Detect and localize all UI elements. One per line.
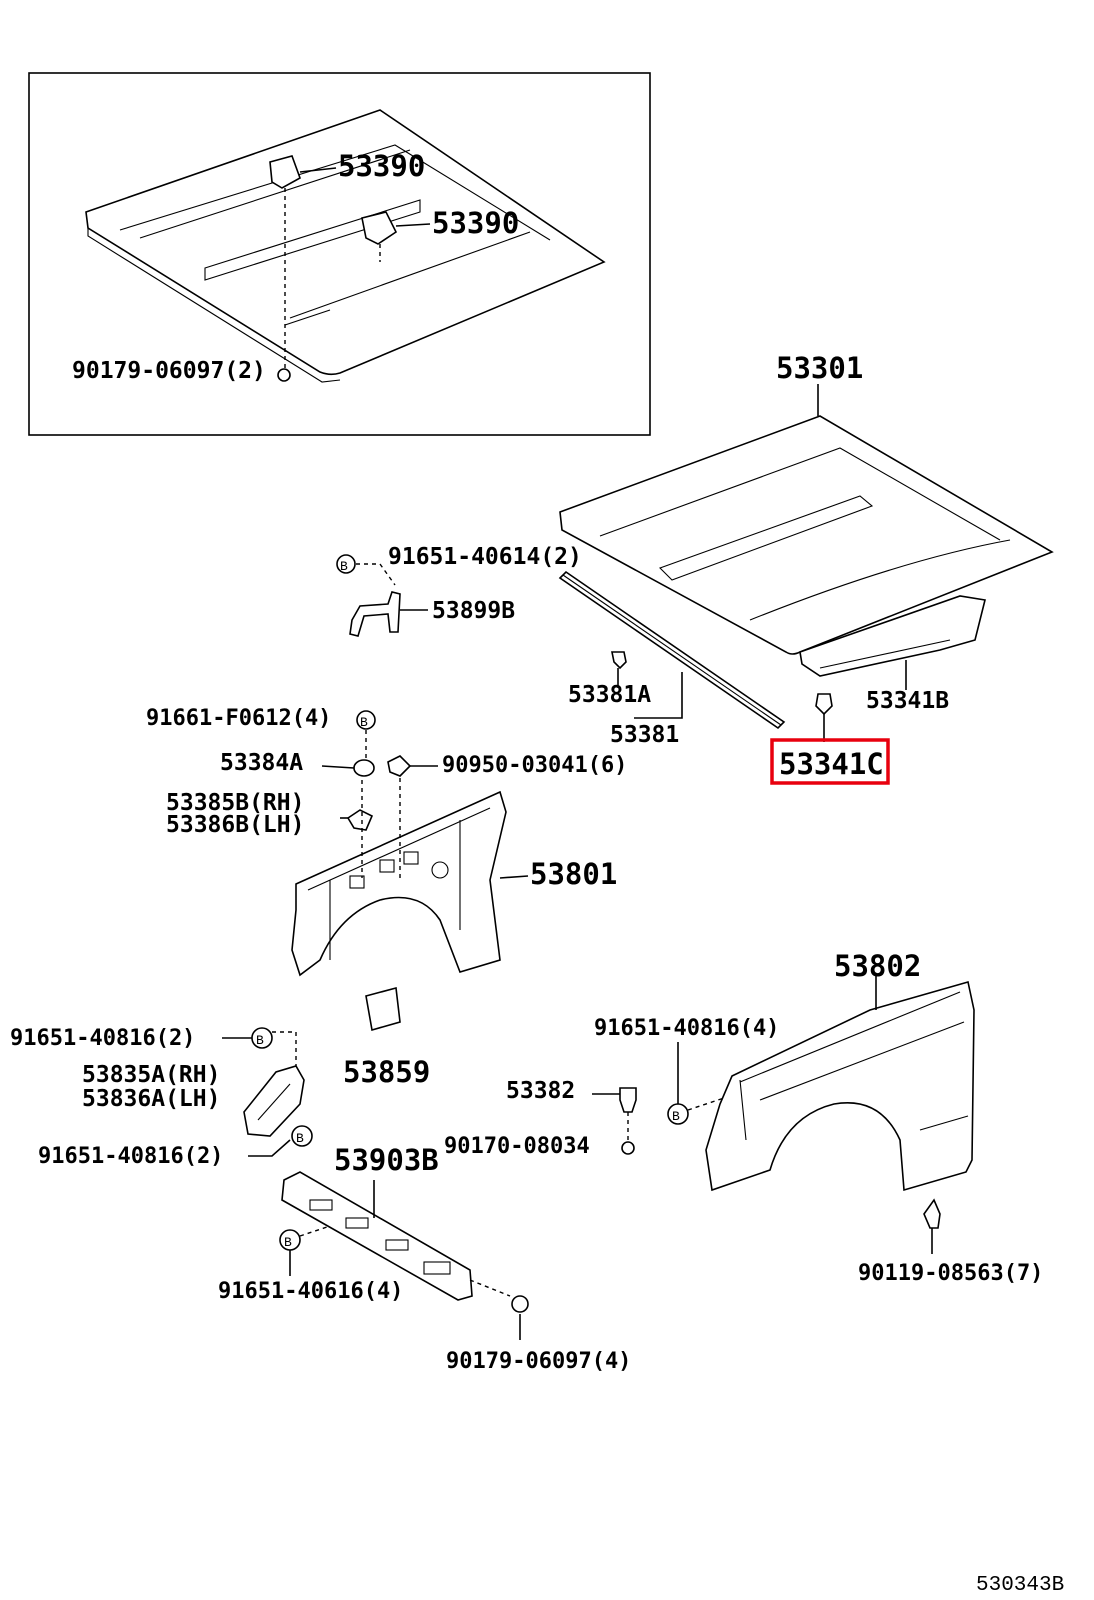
- diagram-id: 530343B: [976, 1574, 1064, 1597]
- bolt-marker-text: B: [672, 1109, 680, 1124]
- label-plate: 53859: [343, 1055, 430, 1089]
- label-hood: 53301: [776, 351, 863, 385]
- bolt-marker-text: B: [340, 559, 348, 574]
- bolt-marker-icon: [251, 1027, 273, 1049]
- label-bracket-lh: 53386B(LH): [166, 812, 304, 838]
- label-nut: 90170-08034: [444, 1134, 590, 1159]
- label-bolt-4: 91661-F0612(4): [146, 706, 331, 731]
- bracket-icon: [346, 809, 374, 831]
- clip-53341c-icon: [815, 693, 833, 716]
- hood-part: [559, 384, 1054, 677]
- inset-label-hinge-a: 53390: [338, 149, 425, 183]
- label-support: 53903B: [334, 1143, 439, 1177]
- bolt-marker-icon: [291, 1125, 313, 1147]
- stay-icon: [349, 591, 401, 637]
- label-bolt-fender-left: 91651-40816(2): [10, 1026, 195, 1051]
- label-clip-fender: 90119-08563(7): [858, 1261, 1043, 1286]
- label-bumper: 53384A: [220, 750, 303, 776]
- label-seal-retainer: 53381A: [568, 682, 651, 708]
- bolt-marker-text: B: [284, 1235, 292, 1250]
- label-clip-support: 90179-06097(4): [446, 1349, 631, 1374]
- label-clip-6: 90950-03041(6): [442, 753, 627, 778]
- label-bolt-support: 91651-40616(4): [218, 1279, 403, 1304]
- hinge-a-icon: [269, 155, 301, 189]
- lock-icon: [243, 1065, 305, 1137]
- highlight-box: [770, 738, 890, 785]
- inset-label-clip: 90179-06097(2): [72, 358, 266, 384]
- support-part: [281, 1171, 473, 1301]
- label-fender: 53802: [834, 949, 921, 983]
- label-stay: 53899B: [432, 598, 515, 624]
- bolt-marker-text: B: [360, 715, 368, 730]
- label-lock-lh: 53836A(LH): [82, 1086, 220, 1112]
- label-seal: 53381: [610, 722, 679, 748]
- label-bolt-hood: 91651-40614(2): [388, 544, 582, 570]
- bolt-marker-text: B: [256, 1033, 264, 1048]
- plate-icon: [365, 986, 401, 1032]
- label-hood-seal: 53341B: [866, 688, 949, 714]
- clip-icon: [277, 368, 291, 382]
- clip-6-icon: [387, 755, 412, 777]
- label-apron: 53801: [530, 857, 617, 891]
- hinge-b-icon: [361, 211, 398, 245]
- apron-part: [291, 778, 529, 977]
- label-hood-clip[interactable]: 53341C: [779, 747, 884, 781]
- label-bracket-rh: 53385B(RH): [166, 790, 304, 816]
- fender-part: [705, 976, 975, 1192]
- cushion-icon: [619, 1087, 637, 1113]
- inset-label-hinge-b: 53390: [432, 206, 519, 240]
- bolt-marker-icon: [336, 554, 356, 574]
- clip-support-icon: [511, 1295, 529, 1313]
- bolt-marker-icon: [667, 1103, 689, 1125]
- label-cushion: 53382: [506, 1078, 575, 1104]
- clip-53381a-icon: [611, 651, 627, 670]
- bumper-icon: [353, 759, 375, 777]
- clip-fender-icon: [923, 1198, 941, 1229]
- nut-icon: [621, 1141, 635, 1155]
- bolt-marker-icon: [356, 710, 376, 730]
- label-bolt-fender-right: 91651-40816(4): [594, 1016, 779, 1041]
- inset-panel: [28, 72, 651, 436]
- label-bolt-lower: 91651-40816(2): [38, 1144, 223, 1169]
- seal-strip-part: [558, 570, 786, 730]
- bolt-marker-text: B: [296, 1131, 304, 1146]
- label-lock-rh: 53835A(RH): [82, 1062, 220, 1088]
